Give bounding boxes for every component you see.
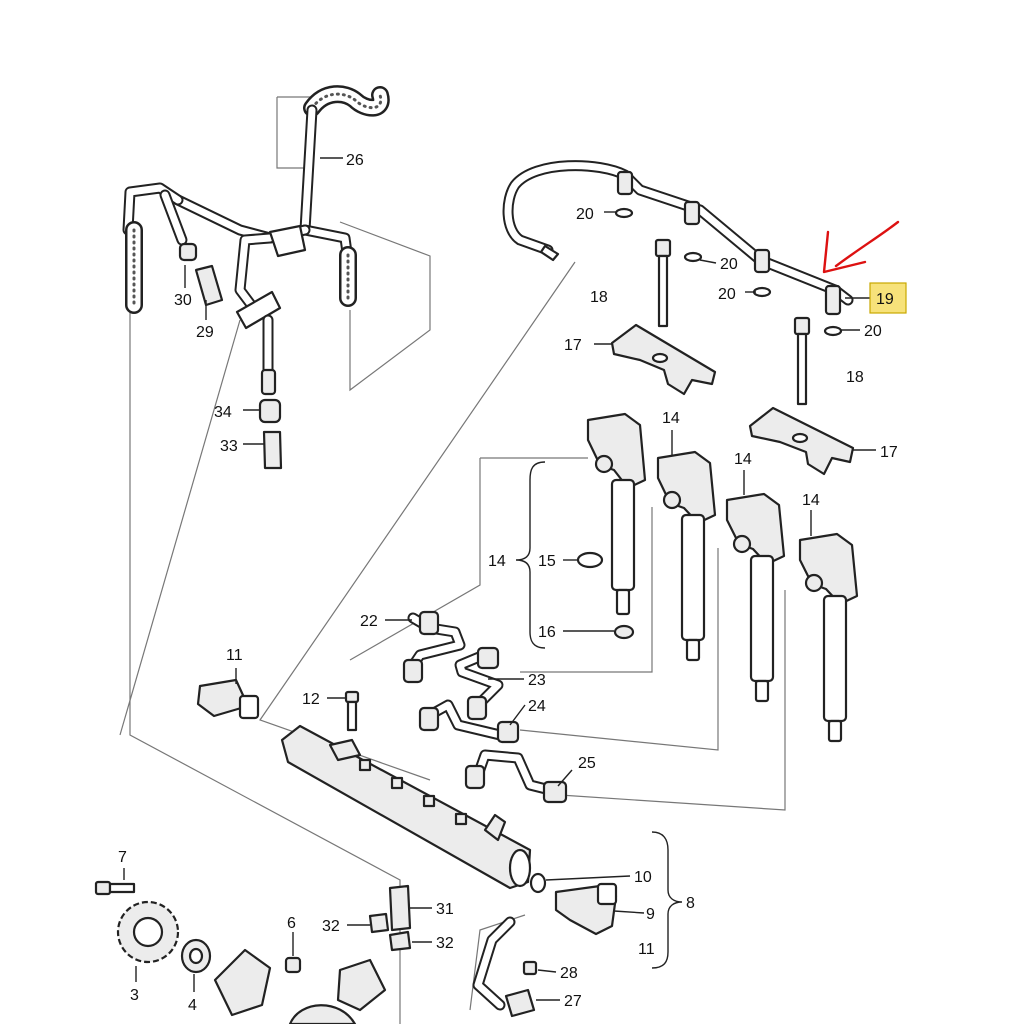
- connector-4: [824, 284, 842, 316]
- part-labels: 26 20 20 20 19 20 18 18 17 17 30 29 34 3…: [118, 152, 898, 1014]
- label-6: 6: [287, 915, 296, 932]
- label-31: 31: [436, 901, 454, 918]
- red-arrow-annotation: [822, 220, 900, 274]
- clip-30: [178, 242, 198, 262]
- hose-fitting: [260, 368, 277, 396]
- clamp-32-b: [388, 930, 412, 952]
- bolts-18: [654, 238, 811, 406]
- bolt-7-head: [94, 880, 112, 896]
- connector-1: [616, 170, 634, 196]
- fuel-rail: [280, 724, 532, 890]
- label-32-a: 32: [322, 918, 340, 935]
- highlight-box-19: [869, 282, 907, 314]
- leader-lines: [123, 157, 876, 1001]
- label-22: 22: [360, 613, 378, 630]
- o-ring-15: [576, 551, 604, 569]
- label-23: 23: [528, 672, 546, 689]
- label-18-b: 18: [846, 369, 864, 386]
- label-10: 10: [634, 869, 652, 886]
- label-8: 8: [686, 895, 695, 912]
- label-25: 25: [578, 755, 596, 772]
- label-30: 30: [174, 292, 192, 309]
- label-34: 34: [214, 404, 232, 421]
- label-17-b: 17: [880, 444, 898, 461]
- bolt-12: [344, 690, 360, 732]
- label-33: 33: [220, 438, 238, 455]
- clip-bracket: [235, 290, 282, 330]
- line-end-cap: [539, 244, 560, 262]
- bolt-7-shaft: [108, 882, 136, 894]
- label-11-a: 11: [226, 647, 243, 664]
- label-16: 16: [538, 624, 556, 641]
- seals-20: [614, 207, 843, 337]
- pressure-sensor-11: [196, 678, 260, 720]
- label-3: 3: [130, 987, 139, 1004]
- label-15: 15: [538, 553, 556, 570]
- hub-part: [213, 948, 272, 1017]
- small-parts-left: [178, 242, 283, 470]
- pump-part: [336, 958, 387, 1012]
- label-17-a: 17: [564, 337, 582, 354]
- bolt-6: [284, 956, 302, 974]
- label-4: 4: [188, 997, 197, 1014]
- label-20-a: 20: [576, 206, 594, 223]
- label-14-group: 14: [488, 553, 506, 570]
- washer-16: [613, 624, 635, 640]
- label-32-b: 32: [436, 935, 454, 952]
- lower-parts: [94, 880, 538, 1024]
- label-19: 19: [876, 291, 894, 308]
- label-12: 12: [302, 691, 320, 708]
- hose-piece-29: [194, 264, 224, 307]
- sensor-group-8: [529, 872, 618, 936]
- label-7: 7: [118, 849, 127, 866]
- injector-3: [725, 492, 786, 703]
- hose-31: [388, 884, 412, 932]
- bolt-28: [522, 960, 538, 976]
- label-14-c: 14: [802, 492, 820, 509]
- label-20-d: 20: [864, 323, 882, 340]
- clamp-32-a: [368, 912, 390, 934]
- label-20-c: 20: [718, 286, 736, 303]
- hp-lines: [402, 610, 568, 804]
- label-14-b: 14: [734, 451, 752, 468]
- label-26: 26: [346, 152, 364, 169]
- label-20-b: 20: [720, 256, 738, 273]
- label-24: 24: [528, 698, 546, 715]
- clamps-17: [610, 323, 855, 476]
- label-18-a: 18: [590, 289, 608, 306]
- brace-group-14: [515, 461, 546, 649]
- label-9: 9: [646, 906, 655, 923]
- o-ring-10: [529, 872, 547, 894]
- bracket-27: [504, 988, 536, 1018]
- label-11-b: 11: [638, 941, 655, 958]
- return-line-19: [502, 160, 854, 316]
- label-28: 28: [560, 965, 578, 982]
- injector-1: [586, 412, 647, 616]
- label-29: 29: [196, 324, 214, 341]
- clamp-bracket: [268, 224, 307, 258]
- connector-2: [683, 200, 701, 226]
- hose-piece-33: [262, 430, 283, 470]
- label-14-a: 14: [662, 410, 680, 427]
- hose-assembly-26: [122, 85, 390, 396]
- brace-group-8: [651, 831, 683, 969]
- injector-2: [656, 450, 717, 662]
- label-27: 27: [564, 993, 582, 1010]
- clamp-34: [258, 398, 282, 424]
- connector-3: [753, 248, 771, 274]
- injector-4: [798, 532, 859, 743]
